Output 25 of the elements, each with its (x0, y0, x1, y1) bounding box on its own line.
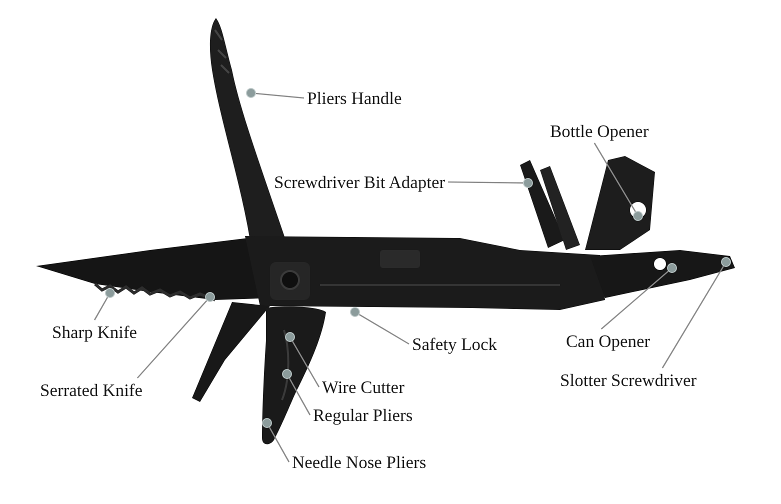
part-label: Needle Nose Pliers (292, 452, 426, 472)
marker-dot (523, 178, 533, 188)
marker-dot (246, 88, 256, 98)
part-label: Wire Cutter (322, 377, 404, 397)
part-label: Screwdriver Bit Adapter (274, 172, 446, 192)
part-label: Safety Lock (412, 334, 498, 354)
leader-line (600, 270, 669, 330)
part-label: Regular Pliers (313, 405, 413, 425)
part-label: Sharp Knife (52, 322, 138, 342)
part-label: Slotter Screwdriver (560, 370, 697, 390)
part-label: Serrated Knife (40, 380, 143, 400)
leader-line (268, 427, 290, 462)
marker-dot (105, 288, 115, 298)
leader-line (662, 266, 724, 368)
part-label: Bottle Opener (550, 121, 649, 141)
leader-line (288, 378, 311, 416)
leader-line (136, 300, 208, 378)
part-label: Pliers Handle (307, 88, 402, 108)
leader-line (594, 142, 636, 212)
marker-dot (350, 307, 360, 317)
leader-line (358, 314, 410, 345)
leader-line (94, 297, 108, 320)
leader-line (256, 92, 304, 99)
leader-line (292, 341, 320, 388)
part-label: Can Opener (566, 331, 650, 351)
